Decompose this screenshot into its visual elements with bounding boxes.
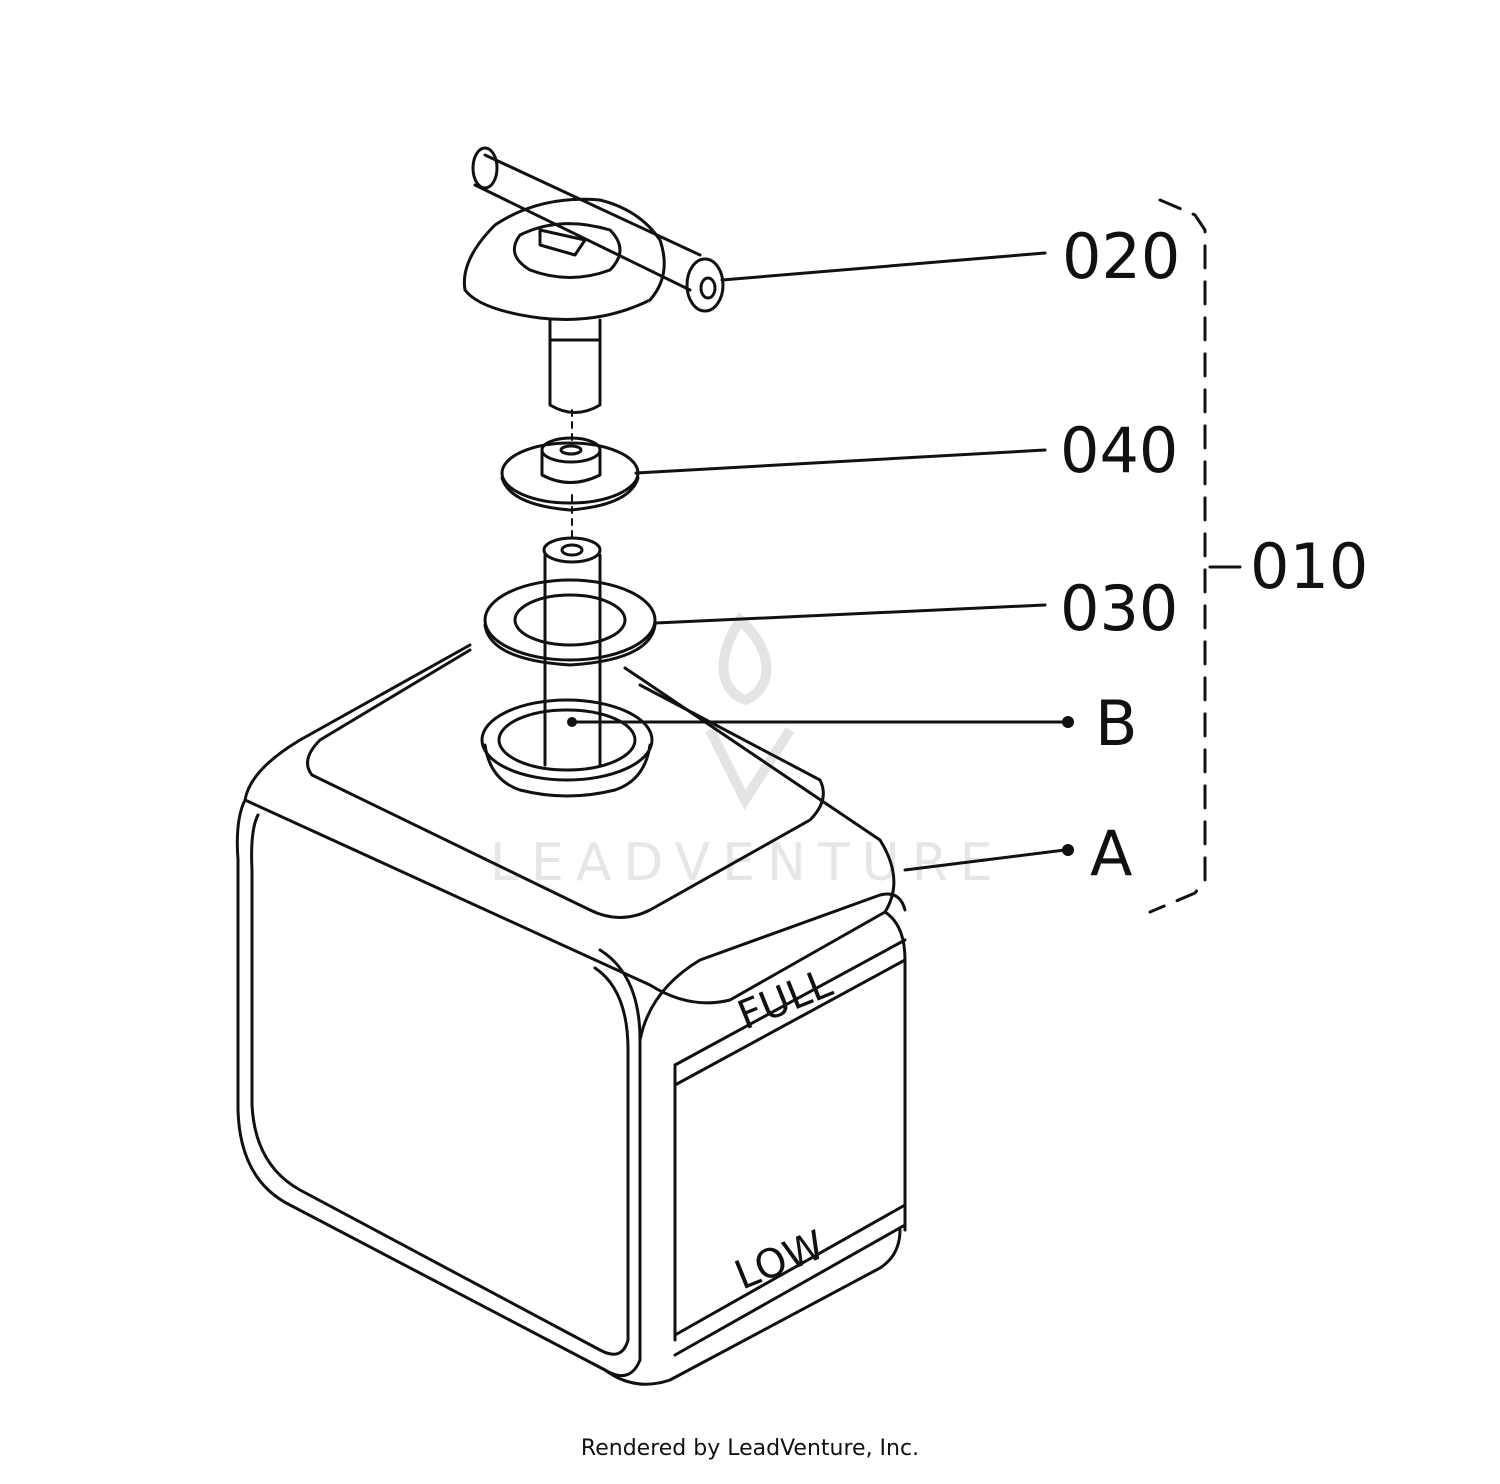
callout-a: A	[1090, 817, 1132, 890]
callout-b: B	[1095, 687, 1138, 760]
assembly-bracket	[1148, 198, 1207, 914]
leader-dot-pipe	[567, 717, 577, 727]
leader-line-040	[634, 448, 1047, 475]
callout-020: 020	[1062, 220, 1180, 293]
leader-line-020	[720, 251, 1047, 282]
reservoir-cap	[462, 146, 725, 414]
watermark-logo	[705, 612, 795, 811]
dip-pipe	[542, 536, 602, 767]
leader-dot-a	[1062, 844, 1074, 856]
callout-030: 030	[1060, 572, 1178, 645]
leader-dot-b	[1062, 716, 1074, 728]
bushing	[500, 436, 640, 512]
seal-ring	[483, 578, 657, 667]
low-marking: LOW	[729, 1222, 831, 1299]
leader-line-030	[654, 603, 1047, 625]
full-marking: FULL	[732, 960, 840, 1039]
render-credit: Rendered by LeadVenture, Inc.	[580, 1436, 920, 1461]
watermark-text: LEADVENTURE	[490, 833, 1005, 893]
leader-line-a	[903, 848, 1067, 872]
callout-040: 040	[1060, 414, 1178, 487]
reservoir-tank	[235, 643, 907, 1386]
callout-010: 010	[1250, 530, 1368, 603]
